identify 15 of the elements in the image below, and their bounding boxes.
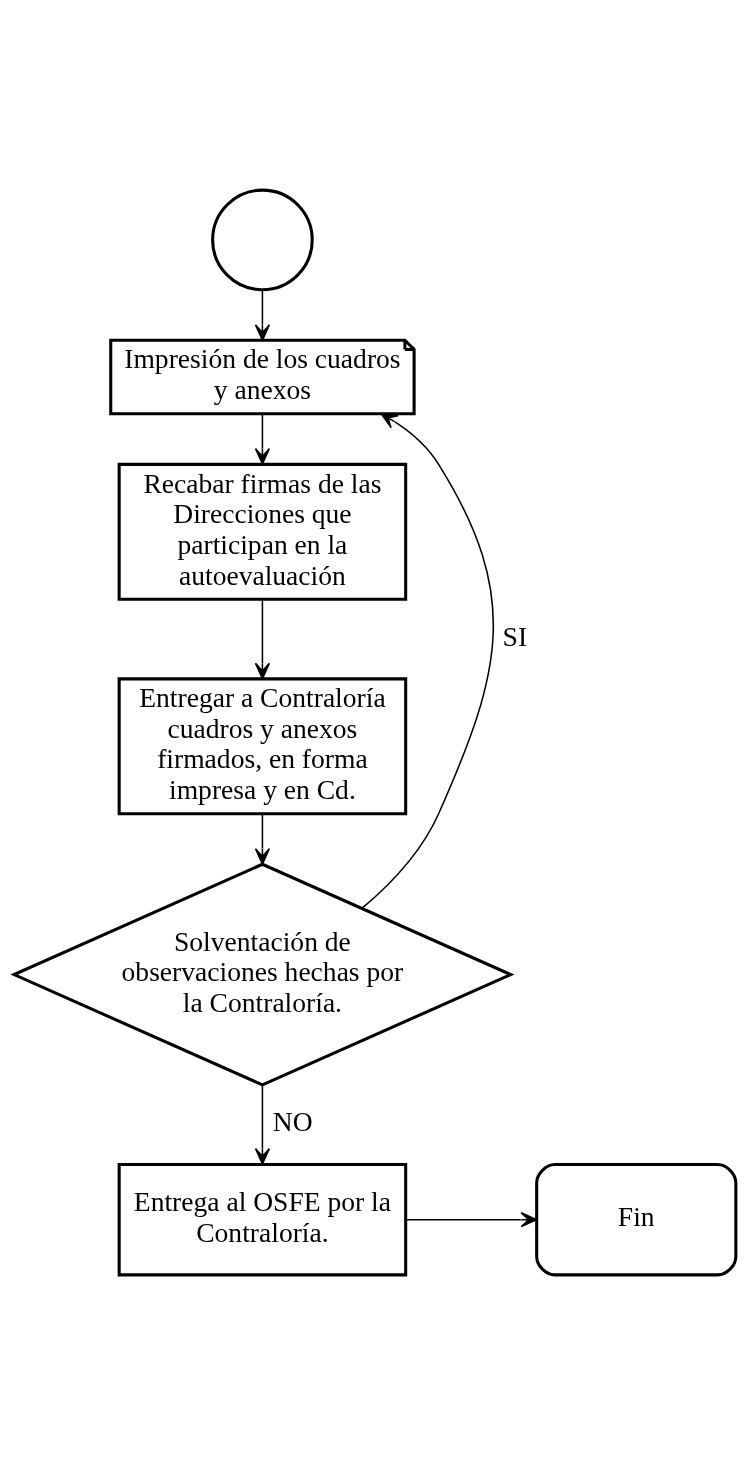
node-box: Entregar a Contraloría cuadros y anexos firmados, en forma impresa y en Cd. bbox=[117, 677, 408, 816]
arrow bbox=[361, 413, 494, 909]
arrow bbox=[254, 598, 271, 680]
node-box: Entrega al OSFE por la Contraloría. bbox=[117, 1163, 408, 1277]
arrow bbox=[254, 813, 271, 865]
node-diamond: Solventación de observaciones hechas por la Contraloría. bbox=[10, 862, 515, 1087]
arrow bbox=[405, 1212, 538, 1228]
node-box: Recabar firmas de las Direcciones que participan en la autoevaluación bbox=[117, 462, 408, 601]
node-circle bbox=[211, 188, 314, 292]
arrow bbox=[254, 1084, 271, 1165]
arrow bbox=[254, 289, 271, 341]
edge-label: SI bbox=[502, 620, 528, 652]
node-box: Fin bbox=[535, 1163, 738, 1277]
arrow bbox=[254, 413, 271, 465]
edge-label: NO bbox=[272, 1106, 313, 1138]
